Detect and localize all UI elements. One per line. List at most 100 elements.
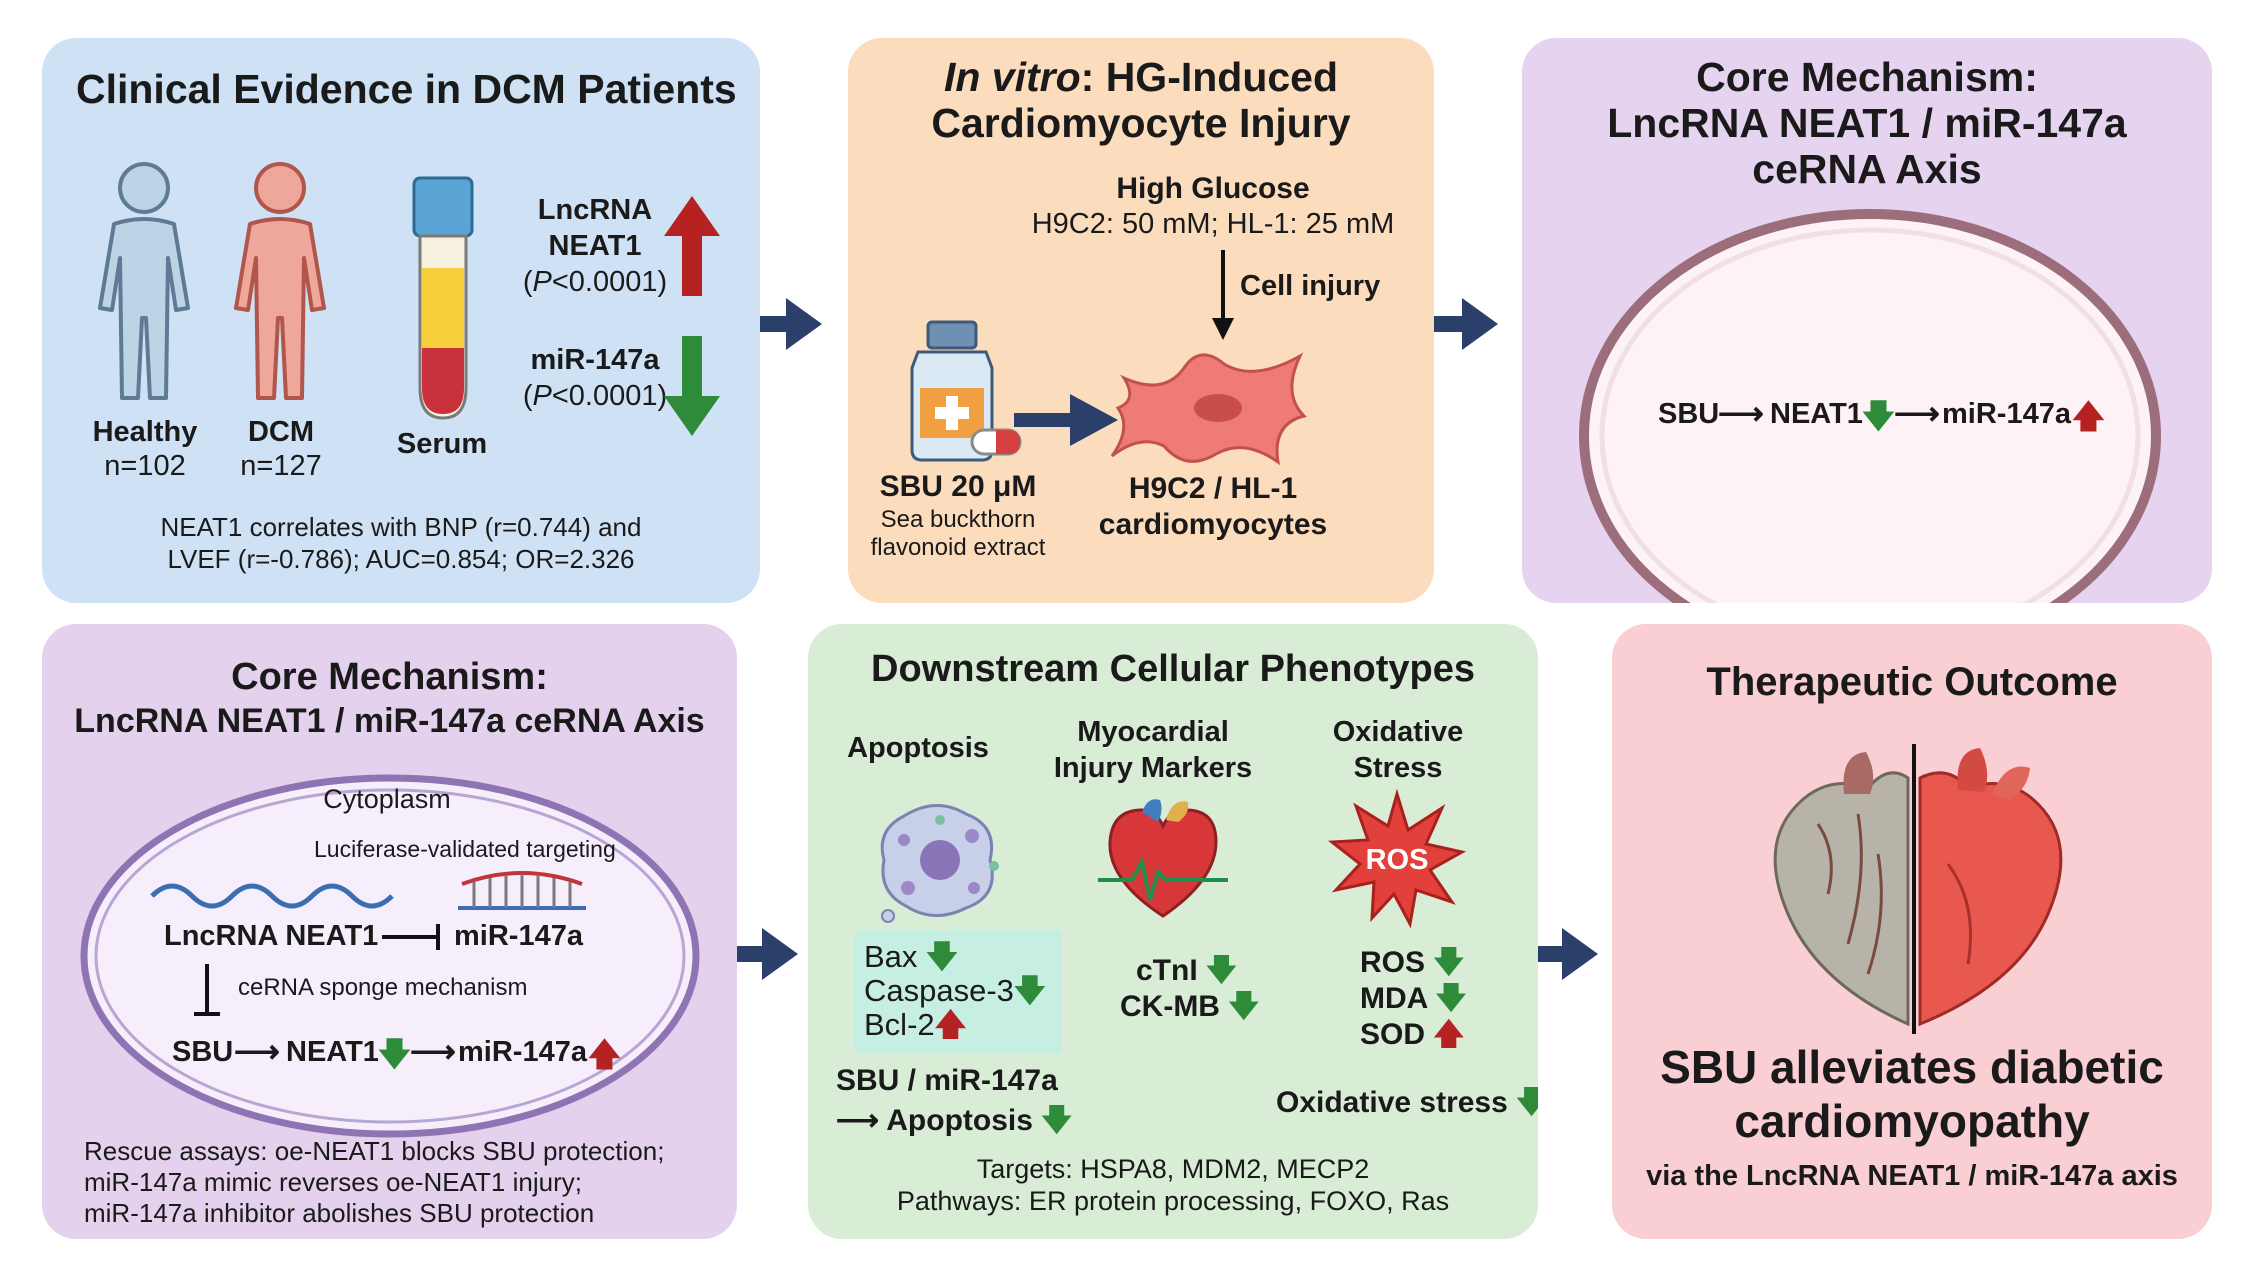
panel-title-line1: Core Mechanism: [1696,54,2038,100]
axis-arrow-1: ⟶ [1718,395,1764,431]
panel-title-line1: In vitro: HG-Induced [943,54,1339,100]
ros-down-icon: 🡇 [1433,946,1465,979]
downstream-panel: Downstream Cellular Phenotypes Apoptosis… [808,624,1538,1239]
cell-membrane-icon [80,774,700,1138]
panel-title-line2: LncRNA NEAT1 / miR-147a ceRNA Axis [74,702,705,740]
mda-down-icon: 🡇 [1435,982,1467,1015]
apoptosis-down-icon: 🡇 [1041,1104,1073,1137]
myo-heading-line2: Injury Markers [1053,752,1253,784]
mir-up-icon: 🡅 [588,1036,621,1072]
axis-arrow-1: ⟶ [234,1033,280,1069]
flow-arrow-1 [752,298,822,350]
core-mechanism-top-panel: Core Mechanism: LncRNA NEAT1 / miR-147a … [1522,38,2212,603]
ox-heading-line2: Stress [1353,752,1443,784]
sbu-mir-label: SBU / miR-147a [836,1064,1058,1097]
cell-injury-label: Cell injury [1240,270,1381,302]
cells-line2: cardiomyocytes [1098,508,1328,541]
axis-arrow-2: ⟶ [410,1033,456,1069]
mirna-duplex-icon [458,871,586,910]
core-mechanism-bottom-panel: Core Mechanism: LncRNA NEAT1 / miR-147a … [42,624,737,1239]
ckmb-label: CK-MB 🡇 [1120,990,1260,1023]
ros-burst-icon [1327,788,1467,929]
oxidative-summary: Oxidative stress 🡇 [1276,1080,1538,1131]
flow-arrow-2 [1428,298,1498,350]
bax-down-icon: 🡇 [926,939,958,974]
cell-membrane-icon [1579,209,2161,603]
mir-pvalue: (P<0.0001) [522,380,668,412]
apoptosis-heading: Apoptosis [847,732,989,764]
ctni-label: cTnI 🡇 [1136,954,1237,987]
pathways-text: Pathways: ER protein processing, FOXO, R… [896,1186,1450,1216]
neat1-name-line2: NEAT1 [548,230,642,262]
neat1-down-icon: 🡇 [1862,398,1895,434]
lnc-neat1-label: LncRNA NEAT1 [164,920,379,952]
caspase-label: Caspase-3🡇 [864,973,1046,1008]
cells-line1: H9C2 / HL-1 [1128,472,1298,505]
axis-mir: miR-147a [458,1036,587,1068]
heart-comparison-icon [1773,744,2063,1034]
process-arrow-icon [1014,394,1118,446]
in-vitro-panel: In vitro: HG-Induced Cardiomyocyte Injur… [848,38,1434,603]
healthy-label: Healthy [92,416,198,448]
high-glucose-detail: H9C2: 50 mM; HL-1: 25 mM [1031,208,1395,240]
panel-title-line1: Core Mechanism: [231,656,548,698]
bcl2-label: Bcl-2🡅 [864,1007,967,1042]
rescue-line3: miR-147a inhibitor abolishes SBU protect… [84,1198,595,1228]
ctni-down-icon: 🡇 [1206,954,1237,987]
mda-label: MDA 🡇 [1360,982,1467,1015]
neat1-down-icon: 🡇 [378,1036,411,1072]
correlation-note-line2: LVEF (r=-0.786); AUC=0.854; OR=2.326 [167,544,635,574]
flow-arrow-3 [728,928,798,980]
sbu-bottle-icon [910,320,1022,462]
axis-mir: miR-147a [1942,398,2071,430]
apoptosis-markers-box [854,930,1062,1054]
neat1-up-arrow-icon [664,196,720,296]
clinical-evidence-panel: Clinical Evidence in DCM Patients Health… [42,38,760,603]
cytoplasm-label: Cytoplasm [323,784,451,814]
bcl2-up-icon: 🡅 [934,1007,967,1042]
panel-title-line3: ceRNA Axis [1752,146,1982,192]
panel-title: Downstream Cellular Phenotypes [871,648,1475,690]
axis-neat1: NEAT1 [286,1036,379,1068]
down-arrow-icon [1212,250,1234,340]
cardiomyocyte-icon [1110,352,1307,466]
serum-tube-icon [412,176,474,420]
therapeutic-outcome-panel: Therapeutic Outcome SBU alleviates diabe… [1612,624,2212,1239]
sod-label: SOD 🡅 [1360,1018,1465,1051]
sponge-label: ceRNA sponge mechanism [238,974,528,1001]
mir-down-arrow-icon [664,336,720,436]
rescue-line2: miR-147a mimic reverses oe-NEAT1 injury; [84,1167,582,1197]
mir-name: miR-147a [530,344,660,376]
rna-wave-icon [150,883,394,909]
outcome-subtitle: via the LncRNA NEAT1 / miR-147a axis [1646,1160,2178,1192]
targets-text: Targets: HSPA8, MDM2, MECP2 [976,1154,1370,1184]
serum-label: Serum [396,428,488,460]
dcm-person-icon [234,162,326,400]
ros-icon-text: ROS [1365,844,1429,876]
panel-title: Clinical Evidence in DCM Patients [76,66,737,112]
panel-title: Therapeutic Outcome [1706,660,2118,704]
myo-heading-line1: Myocardial [1077,716,1229,748]
panel-title-line2: Cardiomyocyte Injury [931,100,1351,146]
axis-neat1: NEAT1 [1770,398,1863,430]
rescue-line1: Rescue assays: oe-NEAT1 blocks SBU prote… [84,1136,665,1166]
bax-label: Bax 🡇 [864,939,958,974]
heart-ecg-icon [1098,799,1228,918]
panel-title-line2: LncRNA NEAT1 / miR-147a [1607,100,2127,146]
ox-heading-line1: Oxidative [1332,716,1464,748]
sod-up-icon: 🡅 [1433,1018,1465,1051]
mir-up-icon: 🡅 [2072,398,2105,434]
ros-label: ROS 🡇 [1360,946,1465,979]
sbu-desc-line1: Sea buckthorn [880,506,1036,533]
sponge-inhibition-icon [194,964,220,1016]
correlation-note-line1: NEAT1 correlates with BNP (r=0.744) and [160,512,642,542]
apoptosis-result: ⟶ Apoptosis 🡇 [836,1104,1073,1137]
flow-arrow-4 [1528,928,1598,980]
luciferase-label: Luciferase-validated targeting [314,836,616,862]
outcome-main-line2: cardiomyopathy [1734,1095,2090,1147]
ckmb-down-icon: 🡇 [1228,990,1260,1023]
high-glucose-label: High Glucose [1116,172,1310,205]
sbu-desc-line2: flavonoid extract [870,534,1046,561]
neat1-name-line1: LncRNA [537,194,653,226]
neat1-pvalue: (P<0.0001) [522,266,668,298]
